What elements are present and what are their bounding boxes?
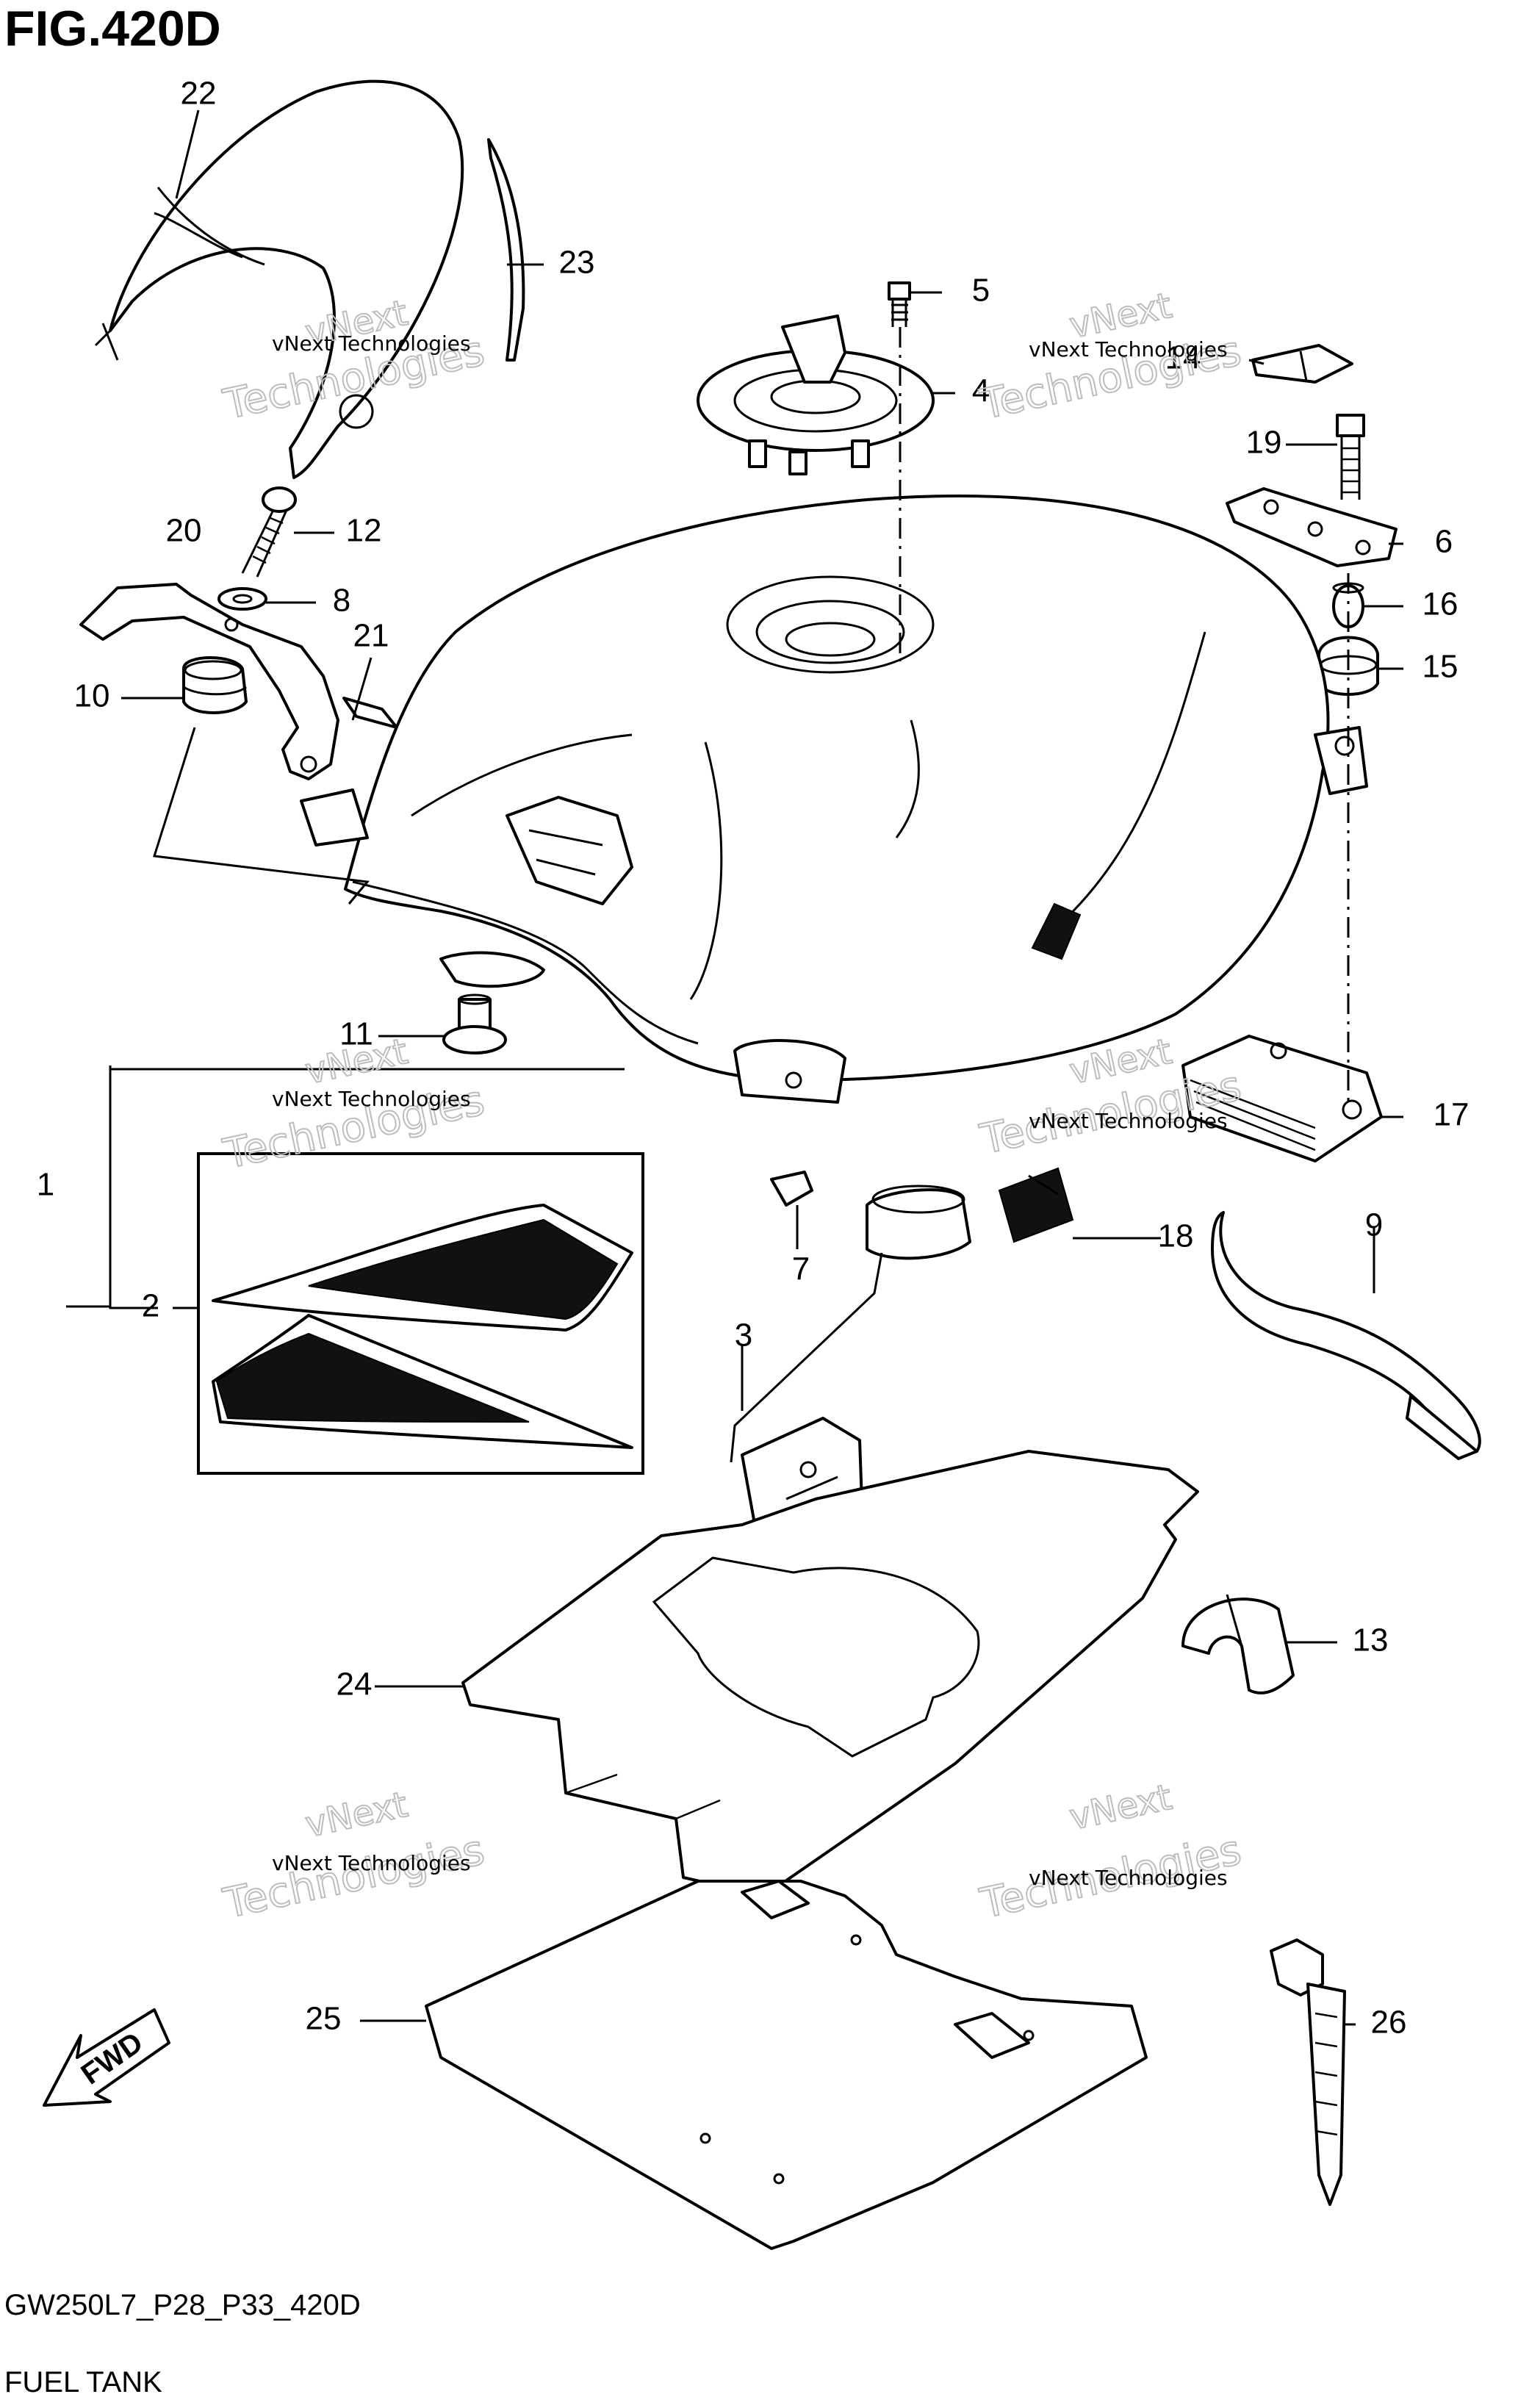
- callout-14: 14: [1165, 340, 1201, 376]
- part-5-screw: [888, 281, 911, 327]
- figure-title: FIG.420D: [4, 1, 221, 57]
- part-13-clamp: [1181, 1594, 1295, 1694]
- callout-2: 2: [142, 1288, 159, 1324]
- callout-3: 3: [735, 1318, 752, 1354]
- part-17-rubber: [1181, 1035, 1383, 1162]
- part-7-cushion: [770, 1171, 813, 1207]
- part-10-damper: [182, 656, 248, 714]
- part-9-hose: [1211, 1211, 1481, 1460]
- watermark-overlay: vNext: [1066, 1777, 1176, 1839]
- part-18-emblem: [998, 902, 1082, 1243]
- part-8-washer: [217, 587, 267, 611]
- decal-frame: [197, 1152, 644, 1475]
- callout-23: 23: [559, 245, 595, 281]
- callout-24: 24: [337, 1667, 373, 1703]
- section-name: FUEL TANK: [4, 2366, 162, 2398]
- part-19-bolt: [1336, 414, 1365, 500]
- part-24-cover: [461, 1450, 1199, 1897]
- callout-1: 1: [37, 1167, 54, 1203]
- part-6-bracket: [1226, 487, 1398, 567]
- callout-19: 19: [1246, 425, 1282, 461]
- callout-22: 22: [181, 76, 217, 112]
- part-12-screw: [241, 486, 297, 578]
- watermark-text: vNext Technologies: [272, 1087, 471, 1111]
- watermark-text: vNext Technologies: [1029, 1109, 1228, 1133]
- part-4-fuel-cap: [697, 315, 935, 475]
- part-14-cap: [1251, 344, 1353, 384]
- watermark-overlay: vNext: [302, 1784, 411, 1846]
- part-22-cowl: [94, 79, 464, 479]
- callout-9: 9: [1365, 1207, 1383, 1243]
- callout-20: 20: [166, 513, 202, 549]
- part-26-cable-tie: [1270, 1938, 1346, 2206]
- part-25-plate: [425, 1880, 1148, 2250]
- model-code: GW250L7_P28_P33_420D: [4, 2289, 361, 2321]
- callout-18: 18: [1158, 1218, 1194, 1254]
- watermark-2: Technologies vNext vNext Technologies: [975, 284, 1245, 430]
- callout-26: 26: [1371, 2005, 1407, 2041]
- watermark-text: vNext Technologies: [272, 1851, 471, 1875]
- watermark-text: vNext Technologies: [1029, 1866, 1228, 1890]
- callout-8: 8: [333, 583, 350, 619]
- watermark-6: Technologies vNext vNext Technologies: [975, 1776, 1245, 1929]
- part-20-bracket: [79, 583, 339, 780]
- fuel-tank: [300, 495, 1368, 1104]
- watermark-3: Technologies vNext vNext Technologies: [218, 1030, 489, 1179]
- watermark-overlay: vNext: [302, 1031, 411, 1093]
- callout-15: 15: [1422, 649, 1458, 685]
- callout-12: 12: [346, 513, 382, 549]
- watermark-outline: Technologies: [219, 1826, 488, 1928]
- callout-10: 10: [74, 678, 110, 714]
- callout-16: 16: [1422, 586, 1458, 622]
- callout-6: 6: [1435, 524, 1453, 560]
- callout-numbers: 22 23 5 4 14 19 6 16 15 20 12 8 21 10 11…: [37, 76, 1470, 2041]
- callout-7: 7: [792, 1251, 810, 1287]
- callout-13: 13: [1353, 1622, 1389, 1658]
- watermark-text: vNext Technologies: [1029, 337, 1228, 362]
- fwd-arrow: FWD: [43, 2008, 170, 2107]
- leader-lines: [66, 109, 1403, 2026]
- assembly-lines: [153, 327, 1350, 1102]
- callout-21: 21: [353, 618, 389, 654]
- part-11-collar: [442, 993, 507, 1054]
- watermark-5: Technologies vNext vNext Technologies: [218, 1783, 489, 1929]
- callout-25: 25: [306, 2001, 342, 2037]
- part-23-strip: [487, 138, 525, 362]
- watermark-text: vNext Technologies: [272, 331, 471, 356]
- callout-4: 4: [972, 373, 990, 409]
- callout-11: 11: [339, 1016, 373, 1052]
- callout-17: 17: [1434, 1097, 1470, 1133]
- part-21-cushion: [342, 697, 398, 729]
- callout-5: 5: [972, 273, 990, 309]
